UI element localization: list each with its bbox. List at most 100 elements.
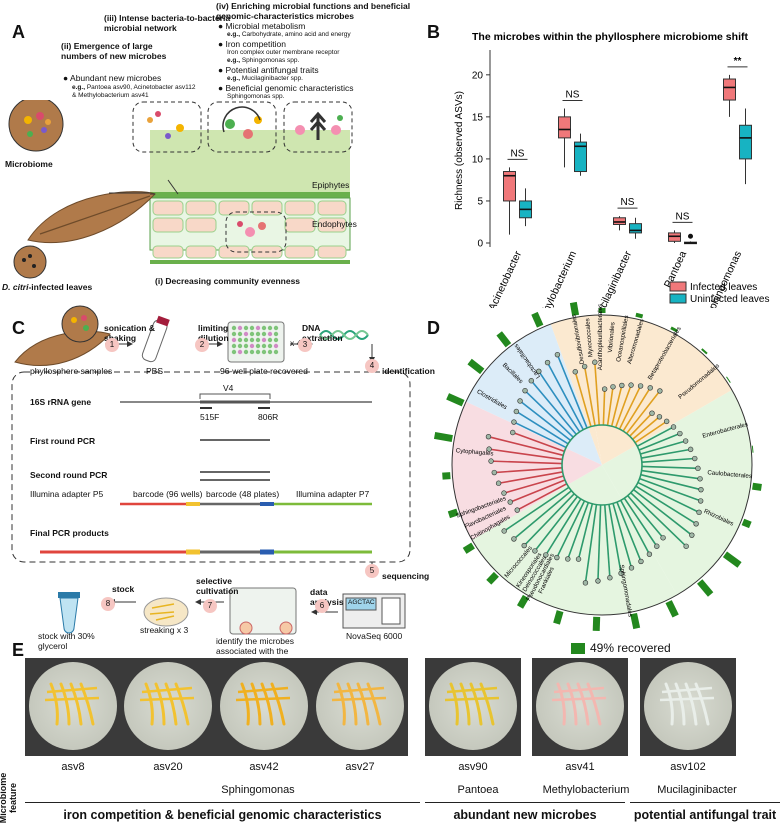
second-pcr-label: Second round PCR — [30, 470, 107, 480]
tree-tip — [689, 533, 694, 538]
genus-mucilaginibacter: Mucilaginibacter — [646, 784, 748, 796]
panel-e-label: E — [12, 640, 24, 661]
feature-rule-iron — [25, 802, 420, 803]
streak-marks — [536, 662, 624, 750]
recovered-bar — [753, 486, 762, 487]
tree-tip — [607, 575, 612, 580]
tree-tip — [629, 383, 634, 388]
sig-label: NS — [566, 89, 580, 100]
y-tick-label: 15 — [472, 112, 484, 123]
tree-tip — [694, 521, 699, 526]
iv-item-2-eg: Iron complex outer membrane receptor — [227, 49, 418, 57]
recovered-bar — [725, 554, 740, 565]
step7-label: selective cultivation — [196, 576, 246, 596]
tree-tip — [697, 510, 702, 515]
seq-readout: AGCTAC — [348, 599, 375, 607]
plate-label-4: asv90 — [425, 761, 521, 773]
box-infected-leaves — [614, 218, 626, 225]
y-tick-label: 10 — [472, 154, 484, 165]
tree-tip — [508, 500, 513, 505]
tree-tip — [657, 389, 662, 394]
box-uninfected-leaves — [740, 125, 752, 159]
recovered-bar — [470, 362, 483, 372]
stock-tube-icon — [60, 598, 78, 633]
first-pcr-label: First round PCR — [30, 436, 95, 446]
step8-label: stock — [112, 584, 134, 594]
streak-marks — [316, 662, 404, 750]
step-number-5: 5 — [365, 564, 379, 578]
tree-tip — [523, 388, 528, 393]
tree-tip — [573, 369, 578, 374]
tree-tip — [684, 544, 689, 549]
rrna-label: 16S rRNA gene — [30, 397, 91, 407]
endophytes-label: Endophytes — [312, 219, 357, 229]
petri-plate-6 — [640, 658, 736, 756]
y-axis-label: Richness (observed ASVs) — [454, 91, 465, 210]
iv-item-3: ● Potential antifungal traits — [218, 65, 418, 75]
tree-tip — [515, 508, 520, 513]
tree-tip — [654, 544, 659, 549]
tree-tip — [647, 552, 652, 557]
tree-tip — [518, 399, 523, 404]
tree-tip — [496, 481, 501, 486]
tree-tip — [692, 456, 697, 461]
r806-label: 806R — [258, 412, 278, 422]
panel-a-label: A — [12, 22, 25, 43]
step-number-7: 7 — [203, 599, 217, 613]
recovered-bar — [573, 303, 575, 316]
tree-tip — [489, 459, 494, 464]
recovered-bar — [465, 546, 473, 551]
tree-tip — [611, 384, 616, 389]
tree-tip — [698, 476, 703, 481]
microbiome-label: Microbiome — [5, 159, 53, 169]
sig-label: NS — [511, 148, 525, 159]
iv-item-1: ● Microbial metabolism — [218, 21, 418, 31]
petri-plate-4 — [425, 658, 521, 756]
streaking-label: streaking x 3 — [140, 625, 188, 635]
sig-label: NS — [676, 211, 690, 222]
iv-item-2: ● Iron competition — [218, 39, 418, 49]
panel-a-ii-bullet: ● Abundant new microbes — [63, 73, 193, 83]
tree-tip — [696, 466, 701, 471]
y-tick-label: 5 — [477, 196, 483, 207]
panel-a-iv-list: ● Microbial metabolism e.g., Carbohydrat… — [218, 21, 418, 101]
panel-a-ii-example: e.g., Pantoea asv90, Acinetobacter asv11… — [72, 84, 197, 100]
sig-label: NS — [621, 197, 635, 208]
recovered-bar — [442, 476, 450, 477]
tree-tip — [683, 439, 688, 444]
novaseq-label: NovaSeq 6000 — [346, 631, 402, 641]
recovered-bar — [639, 314, 640, 318]
tree-tip — [688, 447, 693, 452]
plate-label-6: asv102 — [640, 761, 736, 773]
pbs-label: PBS — [146, 366, 163, 376]
iv-item-1-eg: e.g., Carbohydrate, amino acid and energ… — [227, 31, 418, 39]
plate-label-3: asv27 — [312, 761, 408, 773]
tree-tip — [565, 557, 570, 562]
tree-tip — [677, 431, 682, 436]
step5-label: sequencing — [382, 571, 429, 581]
feature-rule-antifungal — [630, 802, 780, 803]
recovered-legend-label: 49% recovered — [590, 641, 671, 655]
petri-plate-3 — [312, 658, 408, 756]
tree-tip — [664, 419, 669, 424]
box-infected-leaves — [559, 117, 571, 138]
streak-marks — [124, 662, 212, 750]
box-outlier — [688, 234, 693, 239]
plate-label-5: asv41 — [532, 761, 628, 773]
order-label: Acanthopleuribacterales — [597, 304, 604, 370]
stock-label: stock with 30% glycerol — [38, 631, 118, 651]
tree-tip — [639, 559, 644, 564]
infected-leaves-label: D. citri-infected leaves — [2, 282, 92, 292]
tree-tip — [596, 579, 601, 584]
tree-tip — [583, 580, 588, 585]
tree-tip — [699, 487, 704, 492]
epiphytes-label: Epiphytes — [312, 180, 349, 190]
tree-tip — [514, 409, 519, 414]
recovered-bar — [669, 602, 676, 616]
microbiome-feature-label: Microbiome feature — [2, 754, 14, 834]
i-caption: (i) Decreasing community evenness — [155, 276, 300, 286]
tree-tip — [492, 470, 497, 475]
recovered-legend-swatch — [571, 643, 585, 654]
tree-tip — [510, 430, 515, 435]
